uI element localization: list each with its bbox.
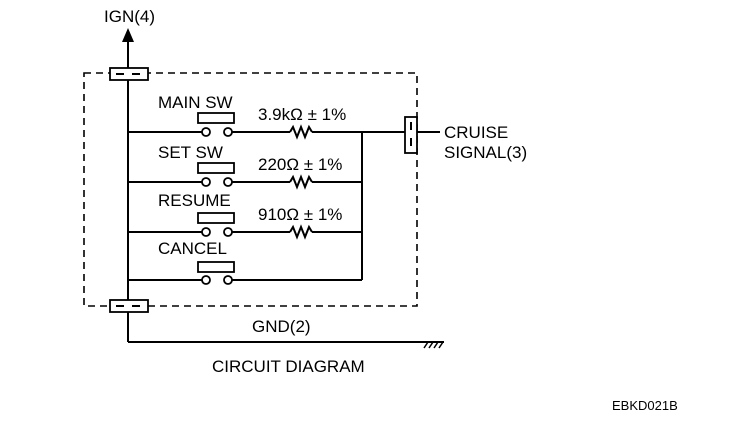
- gnd-label: GND(2): [252, 317, 311, 336]
- switch-row-set: SET SW 220Ω ± 1%: [128, 143, 362, 190]
- ign-arrow: [122, 28, 134, 42]
- gnd-connector: [109, 299, 149, 313]
- cruise-label-line1: CRUISE: [444, 123, 508, 142]
- module-boundary: [83, 72, 418, 307]
- cruise-connector: [404, 116, 418, 154]
- ign-connector: [109, 67, 149, 81]
- switch-row-main: MAIN SW 3.9kΩ ± 1%: [128, 93, 362, 140]
- main-sw-resistor: 3.9kΩ ± 1%: [258, 105, 346, 124]
- set-sw-resistor: 220Ω ± 1%: [258, 155, 342, 174]
- cancel-label: CANCEL: [158, 239, 227, 258]
- set-sw-label: SET SW: [158, 143, 223, 162]
- resume-label: RESUME: [158, 191, 231, 210]
- diagram-caption: CIRCUIT DIAGRAM: [212, 357, 365, 376]
- switch-row-resume: RESUME 910Ω ± 1%: [128, 191, 362, 240]
- resume-resistor: 910Ω ± 1%: [258, 205, 342, 224]
- cruise-label-line2: SIGNAL(3): [444, 143, 527, 162]
- figure-code: EBKD021B: [612, 398, 678, 413]
- ground-icon: [423, 341, 444, 349]
- ign-label: IGN(4): [104, 7, 155, 26]
- switch-row-cancel: CANCEL: [128, 239, 362, 285]
- main-sw-label: MAIN SW: [158, 93, 233, 112]
